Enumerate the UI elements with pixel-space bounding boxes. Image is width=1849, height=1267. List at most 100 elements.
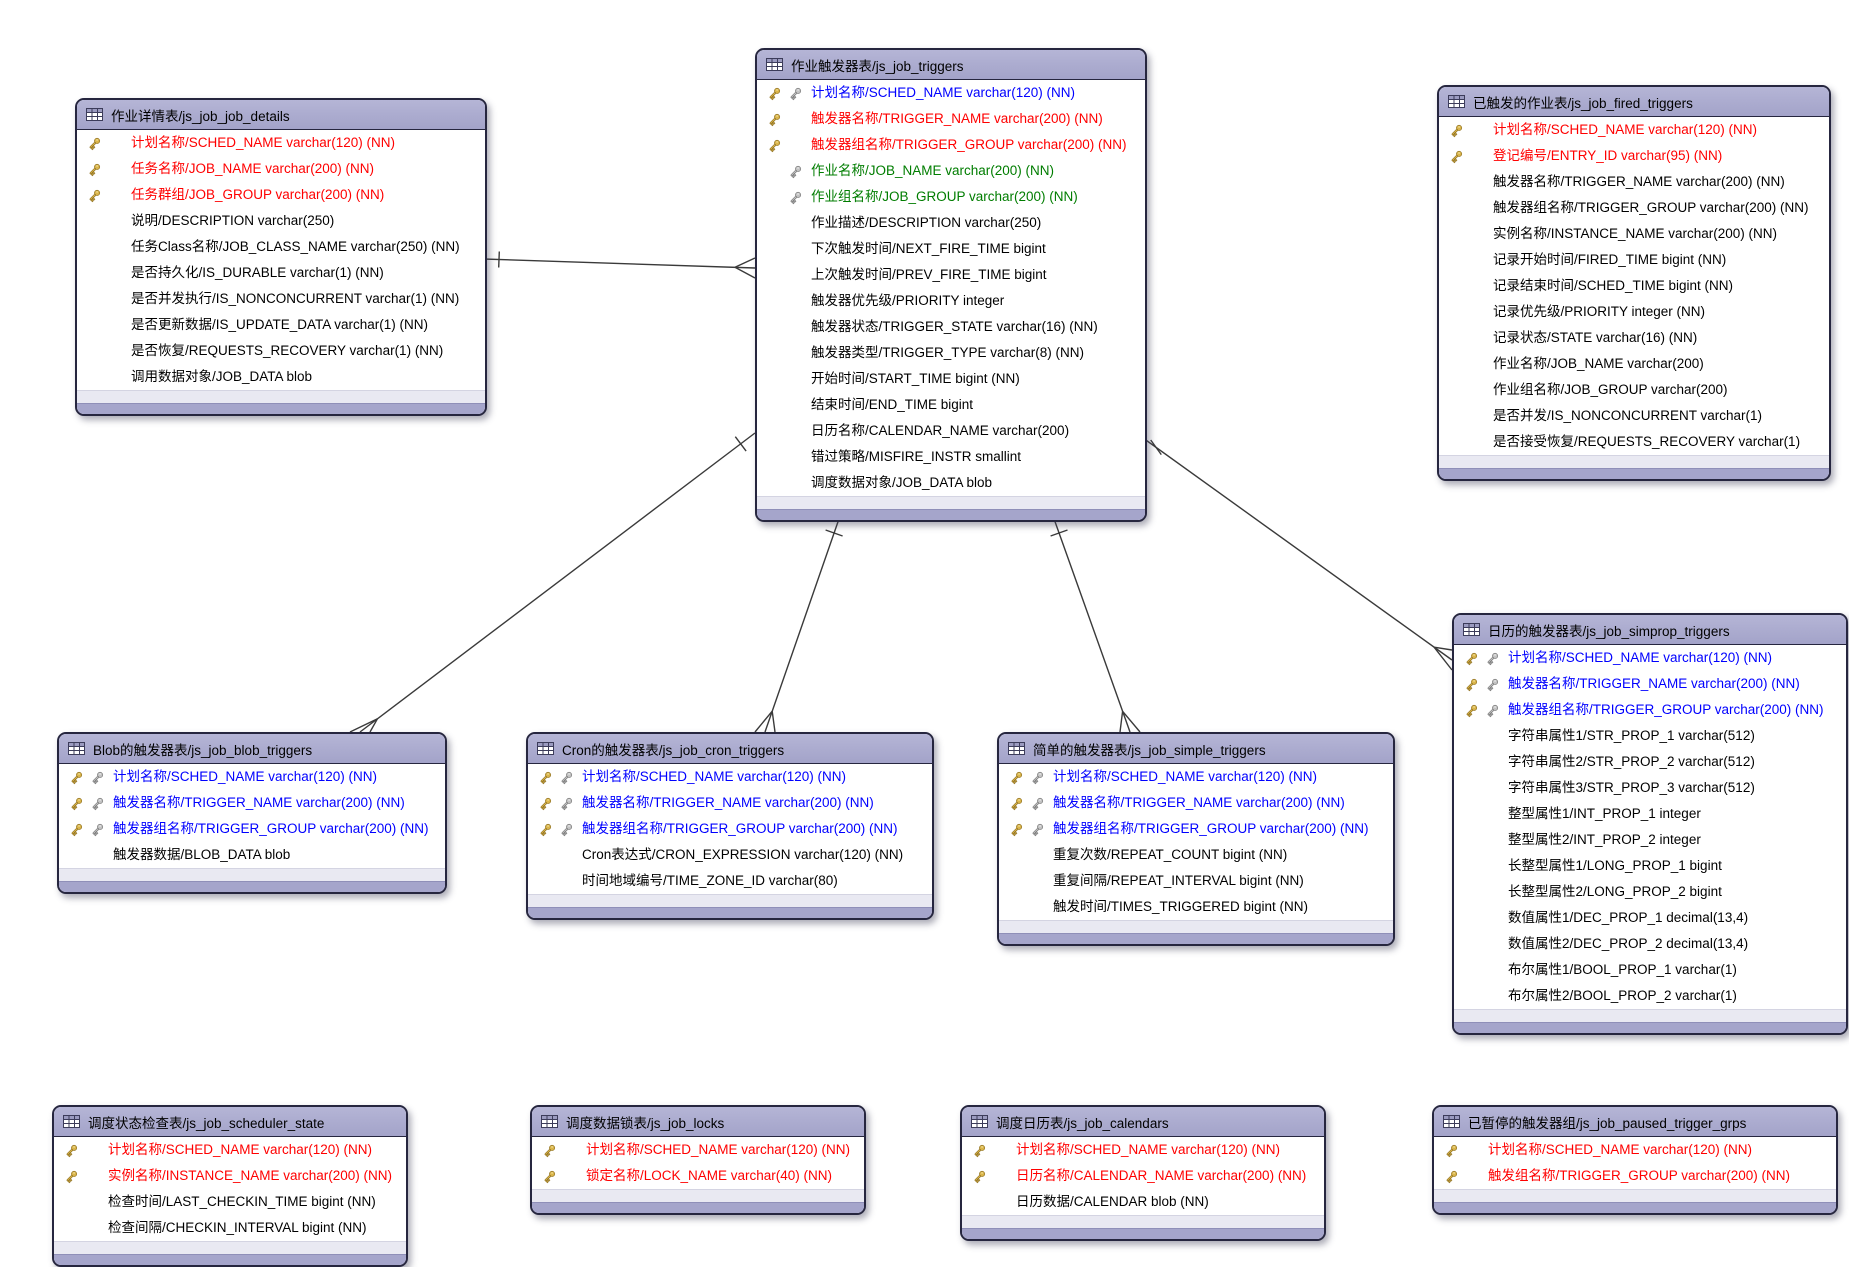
column-row[interactable]: 实例名称/INSTANCE_NAME varchar(200) (NN) bbox=[1439, 221, 1829, 247]
column-row[interactable]: 是否恢复/REQUESTS_RECOVERY varchar(1) (NN) bbox=[77, 338, 485, 364]
column-row[interactable]: 检查时间/LAST_CHECKIN_TIME bigint (NN) bbox=[54, 1189, 406, 1215]
column-row[interactable]: 字符串属性3/STR_PROP_3 varchar(512) bbox=[1454, 775, 1846, 801]
column-row[interactable]: 作业名称/JOB_NAME varchar(200) bbox=[1439, 351, 1829, 377]
column-row[interactable]: 是否持久化/IS_DURABLE varchar(1) (NN) bbox=[77, 260, 485, 286]
column-row[interactable]: 是否并发执行/IS_NONCONCURRENT varchar(1) (NN) bbox=[77, 286, 485, 312]
column-row[interactable]: 触发器状态/TRIGGER_STATE varchar(16) (NN) bbox=[757, 314, 1145, 340]
column-row[interactable]: 计划名称/SCHED_NAME varchar(120) (NN) bbox=[1434, 1137, 1836, 1163]
column-row[interactable]: 检查间隔/CHECKIN_INTERVAL bigint (NN) bbox=[54, 1215, 406, 1241]
column-row[interactable]: 触发器组名称/TRIGGER_GROUP varchar(200) (NN) bbox=[757, 132, 1145, 158]
column-row[interactable]: 计划名称/SCHED_NAME varchar(120) (NN) bbox=[757, 80, 1145, 106]
table-header[interactable]: 作业详情表/js_job_job_details bbox=[77, 100, 485, 130]
column-row[interactable]: 计划名称/SCHED_NAME varchar(120) (NN) bbox=[532, 1137, 864, 1163]
column-row[interactable]: 字符串属性2/STR_PROP_2 varchar(512) bbox=[1454, 749, 1846, 775]
column-row[interactable]: 任务Class名称/JOB_CLASS_NAME varchar(250) (N… bbox=[77, 234, 485, 260]
table-header[interactable]: 调度状态检查表/js_job_scheduler_state bbox=[54, 1107, 406, 1137]
column-row[interactable]: 结束时间/END_TIME bigint bbox=[757, 392, 1145, 418]
column-row[interactable]: 记录开始时间/FIRED_TIME bigint (NN) bbox=[1439, 247, 1829, 273]
column-row[interactable]: 错过策略/MISFIRE_INSTR smallint bbox=[757, 444, 1145, 470]
column-row[interactable]: 触发器名称/TRIGGER_NAME varchar(200) (NN) bbox=[1439, 169, 1829, 195]
column-row[interactable]: 计划名称/SCHED_NAME varchar(120) (NN) bbox=[59, 764, 445, 790]
column-row[interactable]: 整型属性2/INT_PROP_2 integer bbox=[1454, 827, 1846, 853]
column-row[interactable]: 上次触发时间/PREV_FIRE_TIME bigint bbox=[757, 262, 1145, 288]
column-row[interactable]: 触发器类型/TRIGGER_TYPE varchar(8) (NN) bbox=[757, 340, 1145, 366]
column-row[interactable]: Cron表达式/CRON_EXPRESSION varchar(120) (NN… bbox=[528, 842, 932, 868]
column-row[interactable]: 触发器组名称/TRIGGER_GROUP varchar(200) (NN) bbox=[1439, 195, 1829, 221]
column-row[interactable]: 作业名称/JOB_NAME varchar(200) (NN) bbox=[757, 158, 1145, 184]
column-row[interactable]: 计划名称/SCHED_NAME varchar(120) (NN) bbox=[1439, 117, 1829, 143]
table-header[interactable]: 简单的触发器表/js_job_simple_triggers bbox=[999, 734, 1393, 764]
column-row[interactable]: 触发器组名称/TRIGGER_GROUP varchar(200) (NN) bbox=[528, 816, 932, 842]
column-row[interactable]: 日历名称/CALENDAR_NAME varchar(200) (NN) bbox=[962, 1163, 1324, 1189]
table-header[interactable]: 已暂停的触发器组/js_job_paused_trigger_grps bbox=[1434, 1107, 1836, 1137]
column-row[interactable]: 登记编号/ENTRY_ID varchar(95) (NN) bbox=[1439, 143, 1829, 169]
column-row[interactable]: 记录优先级/PRIORITY integer (NN) bbox=[1439, 299, 1829, 325]
column-row[interactable]: 说明/DESCRIPTION varchar(250) bbox=[77, 208, 485, 234]
column-row[interactable]: 实例名称/INSTANCE_NAME varchar(200) (NN) bbox=[54, 1163, 406, 1189]
column-row[interactable]: 触发器名称/TRIGGER_NAME varchar(200) (NN) bbox=[1454, 671, 1846, 697]
table-header[interactable]: 调度日历表/js_job_calendars bbox=[962, 1107, 1324, 1137]
table-header[interactable]: Blob的触发器表/js_job_blob_triggers bbox=[59, 734, 445, 764]
column-row[interactable]: 触发器名称/TRIGGER_NAME varchar(200) (NN) bbox=[59, 790, 445, 816]
column-row[interactable]: 作业组名称/JOB_GROUP varchar(200) (NN) bbox=[757, 184, 1145, 210]
table-header[interactable]: Cron的触发器表/js_job_cron_triggers bbox=[528, 734, 932, 764]
column-row[interactable]: 任务群组/JOB_GROUP varchar(200) (NN) bbox=[77, 182, 485, 208]
column-row[interactable]: 长整型属性1/LONG_PROP_1 bigint bbox=[1454, 853, 1846, 879]
column-row[interactable]: 作业组名称/JOB_GROUP varchar(200) bbox=[1439, 377, 1829, 403]
column-row[interactable]: 下次触发时间/NEXT_FIRE_TIME bigint bbox=[757, 236, 1145, 262]
column-row[interactable]: 布尔属性2/BOOL_PROP_2 varchar(1) bbox=[1454, 983, 1846, 1009]
column-row[interactable]: 记录状态/STATE varchar(16) (NN) bbox=[1439, 325, 1829, 351]
column-row[interactable]: 记录结束时间/SCHED_TIME bigint (NN) bbox=[1439, 273, 1829, 299]
column-row[interactable]: 触发器组名称/TRIGGER_GROUP varchar(200) (NN) bbox=[1454, 697, 1846, 723]
column-row[interactable]: 触发器名称/TRIGGER_NAME varchar(200) (NN) bbox=[528, 790, 932, 816]
column-row[interactable]: 整型属性1/INT_PROP_1 integer bbox=[1454, 801, 1846, 827]
column-row[interactable]: 计划名称/SCHED_NAME varchar(120) (NN) bbox=[1454, 645, 1846, 671]
column-row[interactable]: 触发器名称/TRIGGER_NAME varchar(200) (NN) bbox=[999, 790, 1393, 816]
table-header[interactable]: 作业触发器表/js_job_triggers bbox=[757, 50, 1145, 80]
column-row[interactable]: 触发器数据/BLOB_DATA blob bbox=[59, 842, 445, 868]
column-row[interactable]: 触发组名称/TRIGGER_GROUP varchar(200) (NN) bbox=[1434, 1163, 1836, 1189]
column-row[interactable]: 任务名称/JOB_NAME varchar(200) (NN) bbox=[77, 156, 485, 182]
column-row[interactable]: 长整型属性2/LONG_PROP_2 bigint bbox=[1454, 879, 1846, 905]
column-row[interactable]: 时间地域编号/TIME_ZONE_ID varchar(80) bbox=[528, 868, 932, 894]
column-row[interactable]: 是否并发/IS_NONCONCURRENT varchar(1) bbox=[1439, 403, 1829, 429]
column-row[interactable]: 计划名称/SCHED_NAME varchar(120) (NN) bbox=[77, 130, 485, 156]
column-row[interactable]: 日历名称/CALENDAR_NAME varchar(200) bbox=[757, 418, 1145, 444]
column-row[interactable]: 触发器优先级/PRIORITY integer bbox=[757, 288, 1145, 314]
column-row[interactable]: 字符串属性1/STR_PROP_1 varchar(512) bbox=[1454, 723, 1846, 749]
column-row[interactable]: 触发器组名称/TRIGGER_GROUP varchar(200) (NN) bbox=[999, 816, 1393, 842]
column-row[interactable]: 计划名称/SCHED_NAME varchar(120) (NN) bbox=[54, 1137, 406, 1163]
column-row[interactable]: 是否更新数据/IS_UPDATE_DATA varchar(1) (NN) bbox=[77, 312, 485, 338]
column-row[interactable]: 计划名称/SCHED_NAME varchar(120) (NN) bbox=[528, 764, 932, 790]
column-row[interactable]: 计划名称/SCHED_NAME varchar(120) (NN) bbox=[999, 764, 1393, 790]
table-header[interactable]: 调度数据锁表/js_job_locks bbox=[532, 1107, 864, 1137]
column-row[interactable]: 触发时间/TIMES_TRIGGERED bigint (NN) bbox=[999, 894, 1393, 920]
column-row[interactable]: 布尔属性1/BOOL_PROP_1 varchar(1) bbox=[1454, 957, 1846, 983]
column-row[interactable]: 重复间隔/REPEAT_INTERVAL bigint (NN) bbox=[999, 868, 1393, 894]
column-row[interactable]: 开始时间/START_TIME bigint (NN) bbox=[757, 366, 1145, 392]
column-row[interactable]: 计划名称/SCHED_NAME varchar(120) (NN) bbox=[962, 1137, 1324, 1163]
table-header[interactable]: 日历的触发器表/js_job_simprop_triggers bbox=[1454, 615, 1846, 645]
column-row[interactable]: 触发器组名称/TRIGGER_GROUP varchar(200) (NN) bbox=[59, 816, 445, 842]
column-row[interactable]: 日历数据/CALENDAR blob (NN) bbox=[962, 1189, 1324, 1215]
column-row[interactable]: 锁定名称/LOCK_NAME varchar(40) (NN) bbox=[532, 1163, 864, 1189]
column-row[interactable]: 触发器名称/TRIGGER_NAME varchar(200) (NN) bbox=[757, 106, 1145, 132]
column-row[interactable]: 重复次数/REPEAT_COUNT bigint (NN) bbox=[999, 842, 1393, 868]
table-header[interactable]: 已触发的作业表/js_job_fired_triggers bbox=[1439, 87, 1829, 117]
column-row[interactable]: 数值属性1/DEC_PROP_1 decimal(13,4) bbox=[1454, 905, 1846, 931]
column-row[interactable]: 作业描述/DESCRIPTION varchar(250) bbox=[757, 210, 1145, 236]
column-row[interactable]: 调用数据对象/JOB_DATA blob bbox=[77, 364, 485, 390]
column-row[interactable]: 调度数据对象/JOB_DATA blob bbox=[757, 470, 1145, 496]
column-row[interactable]: 数值属性2/DEC_PROP_2 decimal(13,4) bbox=[1454, 931, 1846, 957]
